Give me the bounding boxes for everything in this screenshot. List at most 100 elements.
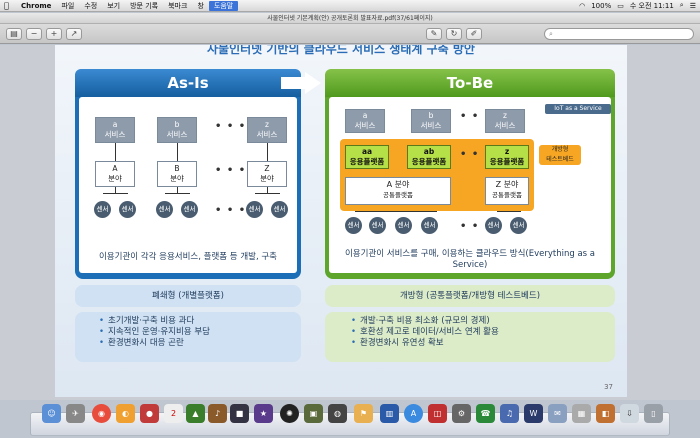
area-label: 분야 (108, 174, 122, 183)
trash-icon[interactable]: ▯ (644, 404, 663, 423)
to-be-points: 개발·구축 비용 최소화 (규모의 경제) 호환성 제고로 데이터/서비스 연계… (351, 316, 499, 349)
app-icon[interactable]: ▥ (380, 404, 399, 423)
zoom-out-icon[interactable]: − (26, 27, 42, 40)
service-letter: a (362, 111, 368, 120)
app-icon[interactable]: ▲ (186, 404, 205, 423)
service-label: 서비스 (420, 121, 442, 130)
to-be-type-band (325, 285, 615, 307)
as-is-area-b: B 분야 (157, 161, 197, 187)
settings-icon[interactable]: ⚙ (452, 404, 471, 423)
app-icon[interactable]: ◧ (596, 404, 615, 423)
platform-code: z (504, 147, 510, 156)
to-be-service-z: z 서비스 (485, 109, 525, 133)
calendar-icon[interactable]: 2 (164, 404, 183, 423)
as-is-point: 환경변화시 대응 곤란 (99, 338, 210, 349)
sidebar-toggle-icon[interactable]: ▤ (6, 27, 22, 40)
menu-history[interactable]: 방문 기록 (130, 1, 159, 10)
search-field[interactable]: ⌕ (544, 27, 694, 40)
to-be-platform-z: z 응용플랫폼 (485, 145, 529, 169)
downloads-icon[interactable]: ⇩ (620, 404, 639, 423)
annotate-icon[interactable]: ✎ (426, 27, 442, 40)
common-area: A 분야 (386, 180, 410, 189)
app-icon[interactable]: ⚑ (354, 404, 373, 423)
chrome-icon[interactable]: ◉ (92, 404, 111, 423)
as-is-point: 초기개발·구축 비용 과다 (99, 316, 210, 327)
service-letter: b (428, 111, 434, 120)
app-store-icon[interactable]: A (404, 404, 423, 423)
guitar-icon[interactable]: ♪ (208, 404, 227, 423)
menu-file[interactable]: 파일 (61, 1, 75, 10)
edit-icon[interactable]: ✐ (466, 27, 482, 40)
app-icon[interactable]: ♫ (500, 404, 519, 423)
as-is-area-a: A 분야 (95, 161, 135, 187)
app-icon[interactable]: ✺ (280, 404, 299, 423)
service-letter: z (265, 120, 269, 129)
as-is-sensor: 센서 (156, 201, 173, 218)
to-be-header: To-Be (325, 69, 615, 97)
to-be-service-dots: • • • (460, 111, 492, 122)
firefox-icon[interactable]: ◐ (116, 404, 135, 423)
iot-as-a-service-tag: IoT as a Service (545, 104, 611, 114)
to-be-sensor: 센서 (345, 217, 362, 234)
to-be-sensor-dots: • • • (460, 221, 492, 232)
to-be-sensor: 센서 (421, 217, 438, 234)
as-is-sensor: 센서 (94, 201, 111, 218)
slide-title: 사물인터넷 기반의 클라우드 서비스 생태계 구축 방안 (207, 45, 475, 56)
app-icon[interactable]: ◍ (328, 404, 347, 423)
launchpad-icon[interactable]: ✈ (66, 404, 85, 423)
platform-code: aa (361, 147, 373, 156)
search-icon[interactable]: ⌕ (679, 1, 684, 9)
common-area: Z 분야 (495, 180, 519, 189)
menu-bookmarks[interactable]: 북마크 (168, 1, 188, 10)
arrow-head (305, 72, 321, 94)
service-label: 서비스 (494, 121, 516, 130)
area-label: 분야 (260, 174, 274, 183)
common-label: 공통플랫폼 (383, 191, 413, 199)
notification-icon[interactable]: ☰ (689, 1, 696, 10)
platform-label: 응용플랫폼 (349, 157, 385, 166)
battery-icon[interactable]: ▭ (617, 1, 624, 10)
battery-level[interactable]: 100% (591, 1, 612, 10)
to-be-description: 이용기관이 서비스를 구매, 이용하는 클라우드 방식(Everything a… (344, 249, 596, 270)
zoom-in-icon[interactable]: + (46, 27, 62, 40)
imovie-icon[interactable]: ★ (254, 404, 273, 423)
camera-icon[interactable]: ■ (230, 404, 249, 423)
to-be-common-a: A 분야 공통플랫폼 (345, 177, 451, 205)
menu-edit[interactable]: 수정 (84, 1, 98, 10)
to-be-platform-dots: • • • (460, 149, 492, 160)
share-icon[interactable]: ↗ (66, 27, 82, 40)
rotate-icon[interactable]: ↻ (446, 27, 462, 40)
as-is-type-band (75, 285, 301, 307)
dock: ☺ ✈ ◉ ◐ ● 2 ▲ ♪ ■ ★ ✺ ▣ ◍ ⚑ ▥ A ◫ ⚙ ☎ ♫ … (0, 400, 700, 438)
service-label: 서비스 (256, 130, 278, 139)
pdf-toolbar: ▤ − + ↗ ✎ ↻ ✐ ⌕ (0, 24, 700, 44)
wifi-icon[interactable]: ◠ (579, 1, 586, 10)
as-is-sensor: 센서 (271, 201, 288, 218)
platform-code: ab (423, 147, 435, 156)
open-testbed-tag: 개방형 테스트베드 (539, 145, 581, 165)
as-is-area-z: Z 분야 (247, 161, 287, 187)
area-letter: B (174, 164, 180, 173)
menu-view[interactable]: 보기 (107, 1, 121, 10)
app-icon[interactable]: ▣ (304, 404, 323, 423)
app-icon[interactable]: ◫ (428, 404, 447, 423)
area-label: 분야 (170, 174, 184, 183)
app-icon[interactable]: ✉ (548, 404, 567, 423)
menu-app[interactable]: Chrome (21, 1, 52, 10)
menu-help[interactable]: 도움말 (208, 0, 239, 11)
menubar-clock[interactable]: 수 오전 11:11 (629, 1, 674, 10)
finder-icon[interactable]: ☺ (42, 404, 61, 423)
app-icon[interactable]: ● (140, 404, 159, 423)
area-letter: A (112, 164, 118, 173)
as-is-points: 초기개발·구축 비용 과다 지속적인 운영·유지비용 부담 환경변화시 대응 곤… (99, 316, 210, 349)
window-title: 사물인터넷 기본계획(안) 공개토론회 발표자료.pdf(37/61페이지) (0, 13, 700, 24)
as-is-area-dots: • • • (215, 165, 247, 176)
apple-icon[interactable]:  (4, 1, 16, 10)
menu-window[interactable]: 창 (197, 1, 204, 10)
as-is-service-b: b 서비스 (157, 117, 197, 143)
app-icon[interactable]: ▦ (572, 404, 591, 423)
app-icon[interactable]: W (524, 404, 543, 423)
area-letter: Z (264, 164, 270, 173)
app-icon[interactable]: ☎ (476, 404, 495, 423)
to-be-common-z: Z 분야 공통플랫폼 (485, 177, 529, 205)
